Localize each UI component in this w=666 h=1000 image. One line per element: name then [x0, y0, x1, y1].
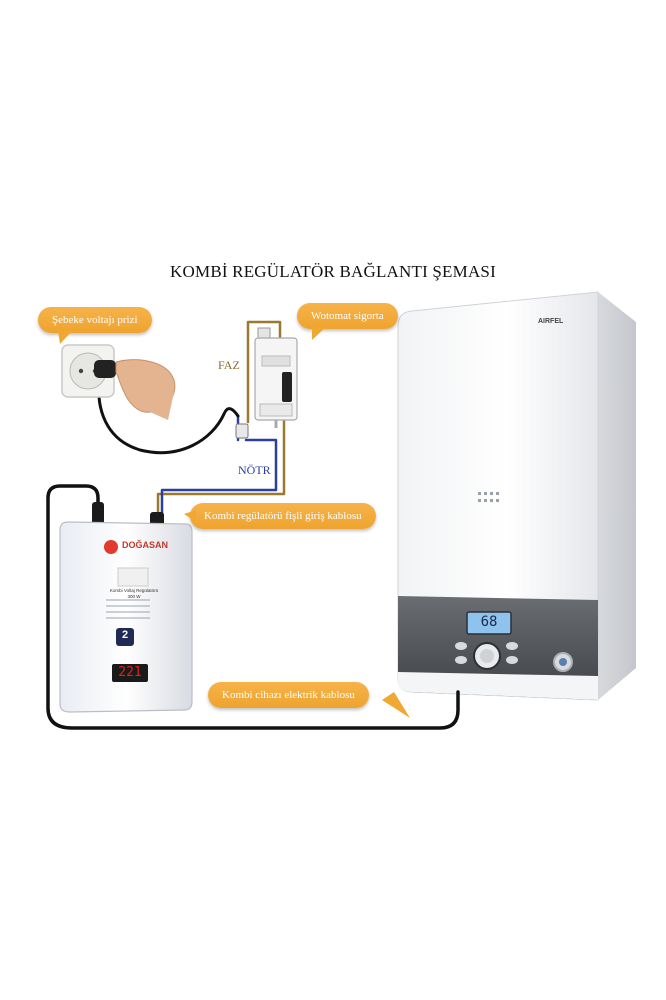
- boiler-brand: AIRFEL: [538, 318, 564, 325]
- boiler-knob-center: [480, 649, 494, 663]
- regulator-model-line2: 300 W: [127, 594, 141, 599]
- regulator-spec-lines: [106, 599, 150, 619]
- neutral-wire: [160, 438, 278, 526]
- wall-socket: [61, 344, 176, 420]
- boiler-unit: [397, 291, 636, 701]
- callout-device-cable: Kombi cihazı elektrik kablosu: [208, 682, 369, 708]
- wires: [46, 320, 460, 730]
- neutral-label: NÖTR: [238, 463, 271, 477]
- diagram-title: KOMBİ REGÜLATÖR BAĞLANTI ŞEMASI: [170, 262, 496, 281]
- hand-wrist: [150, 392, 174, 420]
- callout-breaker: Wotomat sigorta: [297, 303, 398, 329]
- voltage-regulator: [59, 502, 193, 713]
- regulator-model-line1: Kombi Voltaj Regülatörü: [109, 588, 159, 593]
- regulator-body: [59, 521, 193, 713]
- socket-cable: [97, 376, 240, 455]
- boiler-bottom-cover: [398, 672, 598, 700]
- callout-input-cable: Kombi regülatörü fişli giriş kablosu: [190, 503, 376, 529]
- boiler-side: [598, 292, 636, 700]
- boiler-buttons-icon: [455, 642, 518, 664]
- boiler-gauge-center: [559, 658, 567, 666]
- boiler-lcd-display: [466, 611, 512, 635]
- regulator-cable-gland: [92, 502, 104, 526]
- boiler-vent-icon: [478, 492, 499, 502]
- breaker-bottom-terminal: [259, 403, 293, 417]
- junction-terminal-icon: [235, 423, 249, 439]
- regulator-brand: DOĞASAN: [122, 540, 169, 550]
- warranty-value: 2: [121, 629, 129, 641]
- breaker-label-plate: [261, 355, 291, 367]
- warranty-badge: [116, 628, 134, 646]
- boiler-display-value: 68: [480, 614, 498, 630]
- regulator-display-value: 221: [118, 665, 142, 680]
- phase-wire-top: [246, 320, 282, 424]
- callout-socket: Şebeke voltajı prizi: [38, 307, 152, 333]
- circuit-breaker: [254, 327, 298, 428]
- phase-label: FAZ: [218, 358, 240, 372]
- breaker-toggle-icon: [282, 372, 292, 402]
- regulator-logo-icon: [104, 540, 118, 554]
- plug-icon: [94, 360, 116, 378]
- regulator-display: [112, 664, 148, 682]
- device-cable: [46, 484, 460, 730]
- regulator-label: [117, 567, 149, 587]
- phase-wire-down: [156, 416, 286, 526]
